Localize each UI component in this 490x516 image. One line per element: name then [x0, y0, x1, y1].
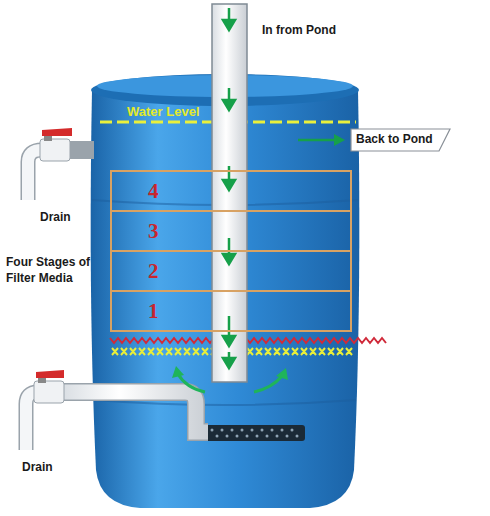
outlet-tag: Back to Pond [350, 128, 451, 152]
stage-number: 4 [148, 179, 159, 204]
stage-number: 1 [148, 299, 159, 324]
inlet-label: In from Pond [262, 23, 336, 38]
drain-label: Drain [22, 460, 53, 475]
water-level-label: Water Level [127, 104, 200, 120]
drain-label: Drain [40, 210, 71, 225]
filter-stages-label: Four Stages of Filter Media [6, 254, 102, 286]
stage-number: 3 [148, 219, 159, 244]
outlet-text: Back to Pond [356, 132, 445, 146]
filter-stage-band: 4 [110, 170, 352, 212]
filter-stage-band: 3 [110, 210, 352, 252]
filter-stage-band: 1 [110, 290, 352, 332]
filter-stage-band: 2 [110, 250, 352, 292]
stage-number: 2 [148, 259, 159, 284]
